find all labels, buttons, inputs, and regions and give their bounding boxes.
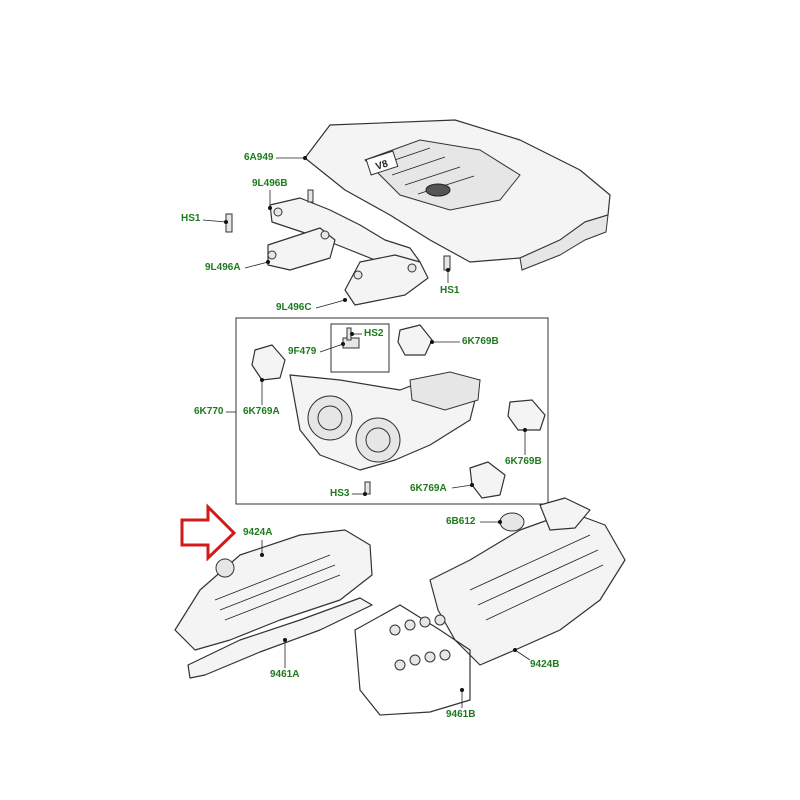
label-9f479: 9F479 (288, 346, 317, 357)
label-6b612: 6B612 (446, 516, 476, 527)
label-6a949: 6A949 (244, 152, 274, 163)
intake-assembly-frame (235, 317, 549, 505)
throttle-assembly (251, 324, 546, 499)
label-hs3: HS3 (330, 488, 350, 499)
label-hs2: HS2 (364, 328, 384, 339)
label-6k769b-top: 6K769B (462, 336, 499, 347)
label-6k769a-bottom: 6K769A (410, 483, 447, 494)
label-9l496c: 9L496C (276, 302, 312, 313)
cover-brackets (225, 189, 451, 306)
label-6k769b-right: 6K769B (505, 456, 542, 467)
label-9l496b: 9L496B (252, 178, 288, 189)
engine-cover: V8 (304, 119, 611, 271)
label-9461a: 9461A (270, 669, 300, 680)
cam-cover-left (174, 529, 373, 679)
label-hs1-left: HS1 (181, 213, 201, 224)
leader-lines (202, 156, 531, 708)
label-9461b: 9461B (446, 709, 476, 720)
cam-cover-right (354, 497, 626, 716)
label-9424b: 9424B (530, 659, 560, 670)
label-hs1-right: HS1 (440, 285, 460, 296)
highlight-arrow (180, 503, 237, 562)
label-9l496a: 9L496A (205, 262, 241, 273)
label-6k770: 6K770 (194, 406, 224, 417)
label-6k769a-left: 6K769A (243, 406, 280, 417)
label-9424a: 9424A (243, 527, 273, 538)
cover-badge-text: V8 (374, 158, 389, 172)
